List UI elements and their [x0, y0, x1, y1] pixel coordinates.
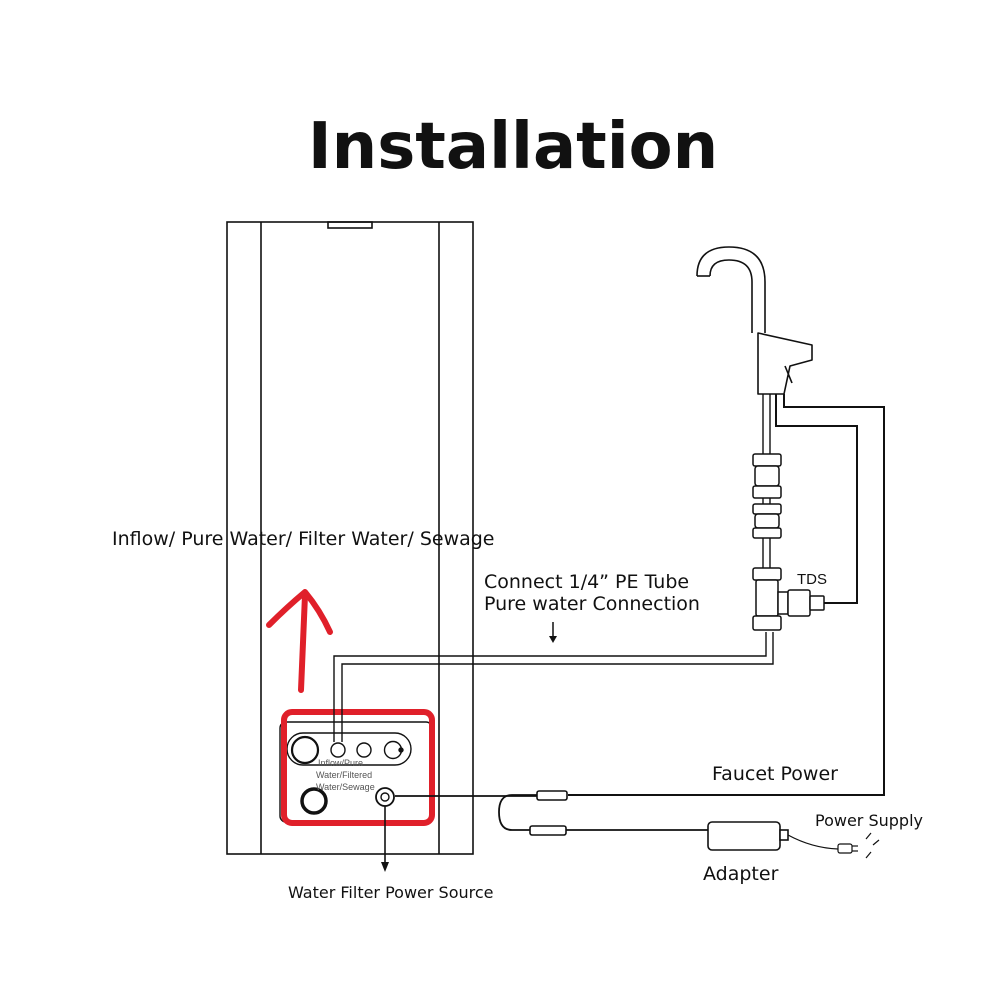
pe-tube-label-line-1: Connect 1/4” PE Tube [484, 571, 689, 593]
red-up-arrow [266, 589, 333, 693]
tds-wire [775, 394, 858, 604]
faucet-power-label: Faucet Power [712, 763, 838, 785]
panel-label: Inflow/Pure Water/Filtered Water/Sewage [316, 758, 375, 792]
inline-fitting [752, 503, 782, 539]
power-supply-label: Power Supply [815, 811, 923, 830]
tds-label: TDS [797, 571, 827, 588]
power-adapter [707, 821, 789, 851]
panel-label-line-1: Inflow/Pure [318, 758, 363, 768]
power-plug [787, 832, 880, 859]
faucet [696, 246, 813, 395]
panel-label-line-3: Water/Sewage [316, 782, 375, 792]
adapter-label: Adapter [703, 863, 779, 885]
adapter-cables [395, 794, 708, 831]
tee-fitting [752, 567, 825, 631]
water-filter-power-source-label: Water Filter Power Source [288, 883, 494, 902]
pe-tube-label-line-2: Pure water Connection [484, 593, 700, 615]
tube-pointer-arrow [549, 622, 557, 643]
diagram-title: Installation [308, 110, 718, 184]
quick-connect-fitting [752, 453, 782, 499]
water-purifier-unit [226, 221, 474, 855]
adapter-splitter [529, 790, 568, 836]
panel-label-line-2: Water/Filtered [316, 770, 372, 780]
port-highlight-box [281, 709, 435, 826]
power-source-arrow [381, 806, 389, 872]
ports-label: Inflow/ Pure Water/ Filter Water/ Sewage [112, 528, 495, 550]
pure-water-tube [333, 632, 774, 742]
faucet-power-wire [568, 394, 885, 796]
